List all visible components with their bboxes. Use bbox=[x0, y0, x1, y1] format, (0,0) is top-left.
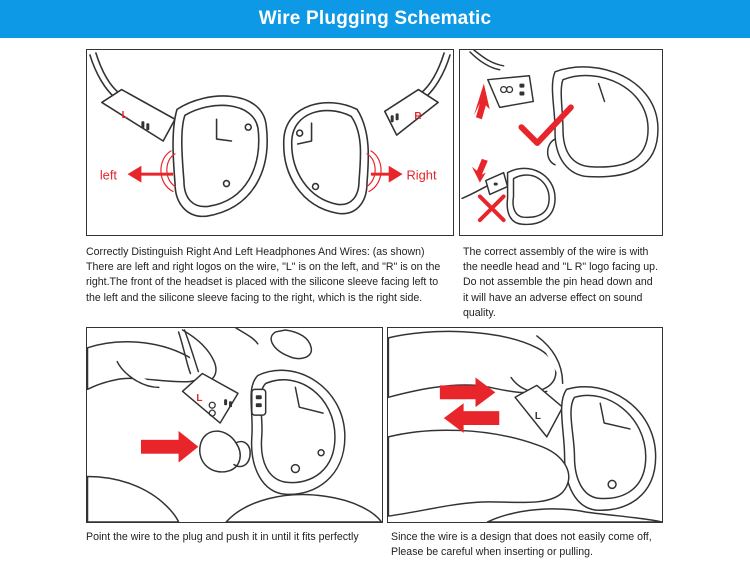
caption-line: Do not assemble the pin head down and bbox=[463, 276, 653, 289]
push-right-arrow-icon bbox=[140, 430, 199, 463]
page-title: Wire Plugging Schematic bbox=[258, 8, 492, 29]
left-arrow-icon bbox=[127, 165, 174, 183]
check-mark-icon bbox=[518, 104, 574, 146]
caption-line: the needle head and "L R" logo facing up… bbox=[463, 261, 659, 274]
panel-pull-illustration: L bbox=[387, 327, 663, 523]
caption-line: quality. bbox=[463, 306, 496, 319]
down-arrow-icon bbox=[471, 158, 488, 183]
caption-pull: Since the wire is a design that does not… bbox=[391, 530, 671, 560]
label-left: left bbox=[100, 168, 118, 183]
up-arrow-icon bbox=[473, 83, 490, 120]
header-banner: Wire Plugging Schematic bbox=[0, 0, 750, 38]
panel-assembly-illustration bbox=[459, 49, 663, 236]
left-right-earphones-illustration: L R left Right bbox=[89, 52, 451, 218]
push-wire-illustration: L bbox=[87, 328, 382, 522]
plug-letter: L bbox=[535, 411, 541, 422]
caption-line: Please be careful when inserting or pull… bbox=[391, 546, 593, 559]
caption-line: Correctly Distinguish Right And Left Hea… bbox=[86, 246, 425, 258]
pull-left-arrow-icon bbox=[443, 403, 500, 433]
caption-line: There are left and right logos on the wi… bbox=[86, 261, 441, 274]
insert-right-arrow-icon bbox=[439, 377, 496, 408]
caption-line: The correct assembly of the wire is with bbox=[463, 246, 649, 258]
caption-left-right: Correctly Distinguish Right And Left Hea… bbox=[86, 245, 458, 306]
assembly-orientation-illustration bbox=[461, 50, 659, 226]
panel-push-illustration: L bbox=[86, 327, 383, 523]
right-arrow-icon bbox=[370, 165, 403, 183]
caption-line: right.The front of the headset is placed… bbox=[86, 276, 439, 289]
caption-line: the left and the silicone sleeve facing … bbox=[86, 291, 423, 304]
cross-mark-icon bbox=[477, 194, 506, 223]
label-right: Right bbox=[407, 168, 437, 183]
caption-line: Point the wire to the plug and push it i… bbox=[86, 531, 359, 543]
plug-letter-right: R bbox=[414, 111, 421, 122]
plug-letter: L bbox=[196, 393, 202, 404]
panel-left-right-illustration: L R left Right bbox=[86, 49, 454, 236]
plug-letter-left: L bbox=[122, 110, 128, 121]
insert-pull-illustration: L bbox=[388, 330, 662, 522]
caption-push: Point the wire to the plug and push it i… bbox=[86, 530, 386, 545]
caption-assembly: The correct assembly of the wire is with… bbox=[463, 245, 673, 321]
caption-line: it will have an adverse effect on sound bbox=[463, 291, 643, 304]
caption-line: Since the wire is a design that does not… bbox=[391, 531, 652, 543]
